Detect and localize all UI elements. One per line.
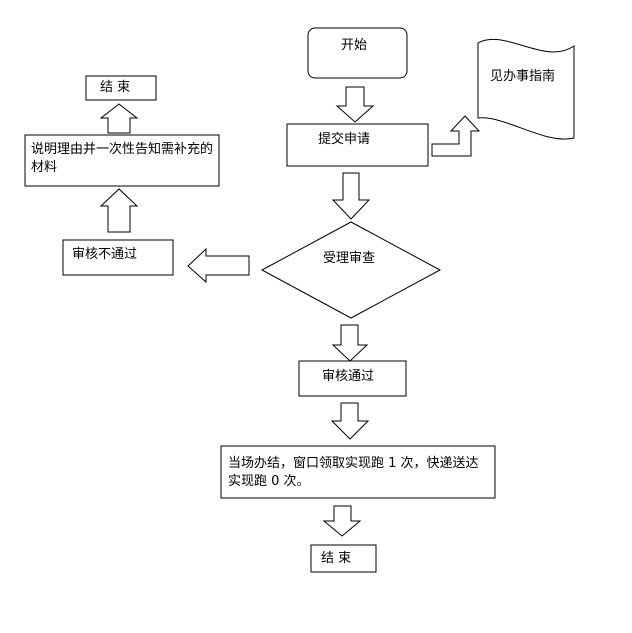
end-left-box: [85, 75, 157, 101]
submit-box: [286, 123, 429, 167]
approved-box: [298, 360, 407, 397]
review-diamond: [260, 221, 442, 319]
guide-label: 见办事指南: [490, 69, 556, 84]
onsite-box: [220, 445, 496, 499]
arrow-down-start: [335, 86, 375, 123]
arrow-up-rejected: [99, 188, 139, 233]
arrow-to-guide: [431, 115, 481, 157]
start-box: [307, 27, 408, 79]
end-left-label: 结 束: [100, 80, 131, 95]
arrow-down-approved: [330, 402, 370, 440]
review-label: 受理审查: [323, 251, 376, 266]
rejected-label: 审核不通过: [72, 247, 138, 262]
arrow-up-explain: [99, 103, 139, 134]
start-label: 开始: [341, 38, 368, 53]
approved-label: 审核通过: [322, 369, 375, 384]
arrow-left-review: [187, 247, 250, 284]
arrow-down-review: [331, 324, 369, 362]
end-bottom-box: [310, 544, 377, 573]
rejected-box: [62, 239, 174, 276]
submit-label: 提交申请: [318, 132, 371, 147]
arrow-down-onsite: [322, 505, 362, 537]
onsite-label: 当场办结，窗口领取实现跑 1 次，快递送达实现跑 0 次。: [228, 456, 479, 489]
end-bottom-label: 结 束: [321, 551, 352, 566]
explain-box: [24, 134, 220, 187]
arrow-down-submit: [331, 172, 371, 220]
explain-label: 说明理由并一次性告知需补充的材料: [31, 142, 214, 175]
guide-document-shape: [477, 38, 575, 140]
